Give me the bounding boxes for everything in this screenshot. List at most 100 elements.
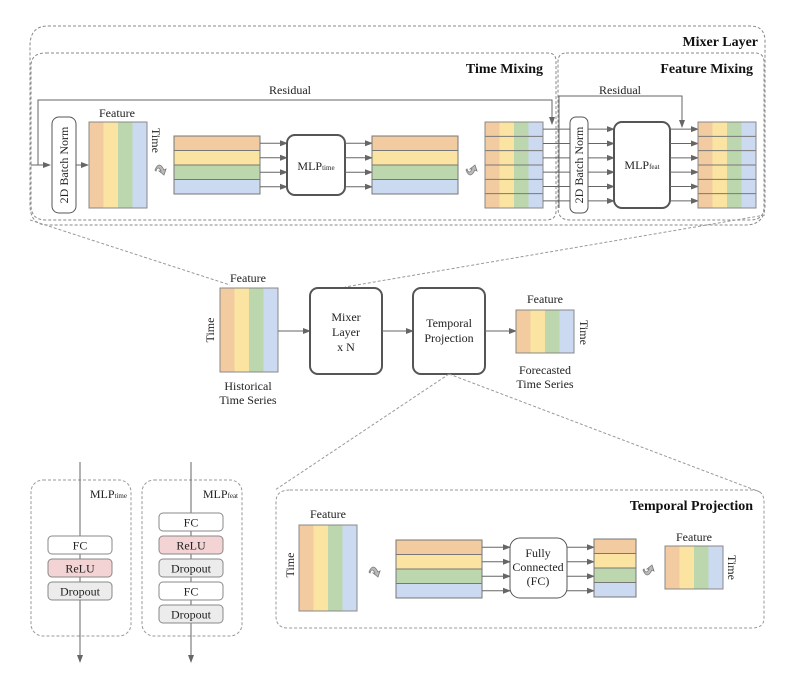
batch-norm-time-label: 2D Batch Norm [57, 126, 71, 203]
time-row [593, 538, 637, 554]
tp-transpose-back-icon [642, 564, 655, 576]
mlp-time-label: MLPtime [297, 159, 334, 173]
tp-transpose-icon [368, 566, 381, 578]
residual-line-feat [558, 95, 685, 128]
historical-caption-line1: Historical [224, 379, 272, 393]
tp-rows-in [395, 539, 483, 599]
zoom-line-right [344, 214, 766, 288]
time-row [371, 135, 459, 151]
time-row [173, 150, 261, 166]
mlp-time-detail-label: MLPtime [90, 487, 127, 501]
matrix-border [484, 121, 544, 209]
input-time-label: Time [203, 318, 217, 343]
mixer-layer-title: Mixer Layer [682, 35, 758, 50]
time-row [371, 150, 459, 166]
layer-label: FC [184, 516, 199, 530]
matrix-border [664, 545, 724, 590]
layer-fc [158, 512, 224, 532]
feature-column [103, 122, 118, 208]
feature-column [694, 546, 709, 589]
layer-fc [47, 535, 113, 555]
time-rows-out [371, 135, 459, 195]
feature-column [679, 546, 694, 589]
projection-box-line1: Temporal [426, 316, 472, 330]
fc-line2: Connected [512, 560, 563, 574]
feature-column [545, 310, 560, 353]
matrix-border [697, 121, 757, 209]
time-row [593, 553, 637, 569]
time-row [173, 179, 261, 195]
residual-label-time: Residual [269, 83, 312, 97]
projection-box-line2: Projection [424, 331, 473, 345]
feature-column [328, 525, 343, 611]
temporal-projection-title: Temporal Projection [630, 499, 753, 514]
mlp-feat-block [613, 121, 671, 209]
time-row [593, 567, 637, 583]
time-row [395, 583, 483, 599]
zoom-line-left [29, 219, 231, 286]
feature-column [708, 546, 723, 589]
feature-column [665, 546, 680, 589]
forecasted-time-series-matrix [515, 309, 575, 354]
output-feature-label: Feature [527, 292, 563, 306]
layer-label: FC [73, 539, 88, 553]
time-row [173, 164, 261, 180]
layer-label: Dropout [171, 608, 212, 622]
zoom-line-proj-left [274, 373, 450, 491]
tp-time-label: Time [283, 553, 297, 578]
forecasted-caption-line2: Time Series [516, 377, 574, 391]
arrows-to-mlp-time [260, 140, 288, 190]
layer-relu [158, 535, 224, 555]
layer-dropout [158, 604, 224, 624]
fc-line1: Fully [525, 546, 550, 560]
fully-connected-block [509, 537, 568, 599]
time-row [173, 135, 261, 151]
feature-column [559, 310, 574, 353]
mlp-time-detail-frame [30, 479, 132, 637]
tp-out-time-label: Time [725, 555, 739, 580]
time-row [395, 554, 483, 570]
tp-output-matrix [664, 545, 724, 590]
feature-column [249, 288, 264, 372]
feature-matrix-rows [484, 121, 544, 209]
feature-column [234, 288, 249, 372]
arrows-to-mlp-feat [588, 126, 615, 204]
matrix-border [515, 309, 575, 354]
tp-input-matrix [298, 524, 358, 612]
layer-label: Dropout [60, 585, 101, 599]
lines-to-batch-norm-feat [543, 128, 570, 202]
output-time-label: Time [577, 320, 591, 345]
historical-time-series-matrix [219, 287, 279, 373]
time-row [371, 179, 459, 195]
arrows-from-mlp-time [345, 140, 373, 190]
time-row [395, 568, 483, 584]
layer-dropout [158, 558, 224, 578]
feature-column [118, 122, 133, 208]
time-mixing-title: Time Mixing [466, 62, 543, 77]
mixer-box-line1: Mixer [331, 310, 360, 324]
arrows-from-mlp-feat [670, 126, 699, 204]
time-row [395, 539, 483, 555]
batch-norm-feat [569, 116, 589, 214]
time-row [371, 164, 459, 180]
feature-column [132, 122, 147, 208]
feature-matrix-out [697, 121, 757, 209]
layer-label: FC [184, 585, 199, 599]
fc-line3: (FC) [527, 574, 550, 588]
matrix-border [88, 121, 148, 209]
mlp-feat-detail-frame [141, 479, 243, 637]
mlp-time-block [286, 134, 346, 196]
transpose-back-icon [465, 164, 478, 176]
matrix-border [219, 287, 279, 373]
feature-label-time-mixing: Feature [99, 106, 135, 120]
matrix-border [298, 524, 358, 612]
feature-mixing-frame [557, 52, 765, 221]
batch-norm-feat-label: 2D Batch Norm [572, 126, 586, 203]
residual-label-feat: Residual [599, 83, 642, 97]
layer-label: Dropout [171, 562, 212, 576]
mixer-box-line2: Layer [332, 325, 360, 339]
layer-dropout [47, 581, 113, 601]
